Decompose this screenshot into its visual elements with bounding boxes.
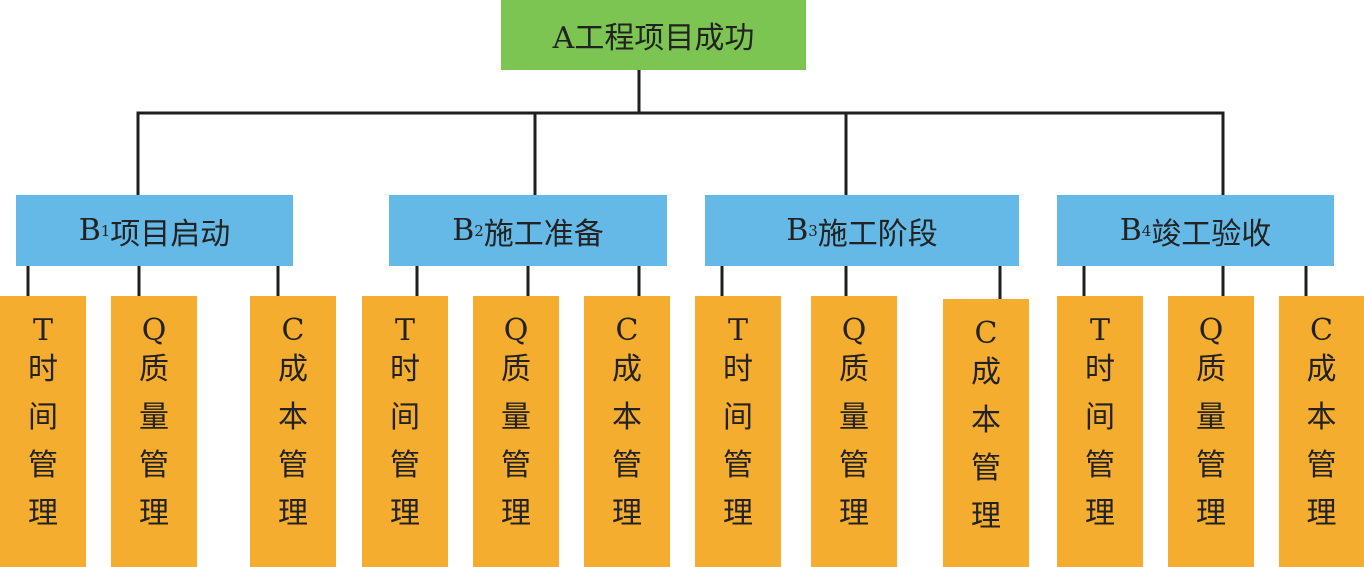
leaf-char: 成 <box>278 352 308 387</box>
leaf-char: 管 <box>839 448 869 483</box>
phase-label: 项目启动 <box>110 216 231 252</box>
leaf-char: 管 <box>390 448 420 483</box>
phase-prefix: B <box>78 213 101 248</box>
leaf-char: 管 <box>1306 448 1337 483</box>
leaf-node-b4-quality: Q 质 量 管 理 <box>1168 296 1254 567</box>
leaf-node-b3-cost: C 成 本 管 理 <box>943 299 1029 567</box>
leaf-char: 理 <box>1196 496 1226 531</box>
leaf-char: 成 <box>1306 352 1337 387</box>
leaf-char: 理 <box>723 496 753 531</box>
leaf-code: T <box>32 313 53 348</box>
leaf-char: 时 <box>28 352 58 387</box>
phase-label: 施工准备 <box>483 216 604 252</box>
leaf-node-b1-cost: C 成 本 管 理 <box>250 296 336 567</box>
leaf-char: 量 <box>139 400 169 435</box>
phase-prefix: B <box>1119 213 1142 248</box>
leaf-char: 成 <box>612 352 642 387</box>
leaf-char: 质 <box>501 352 531 387</box>
leaf-char: 质 <box>1196 352 1226 387</box>
leaf-char: 时 <box>390 352 420 387</box>
leaf-code: Q <box>141 313 167 348</box>
phase-subscript: 4 <box>1141 221 1152 240</box>
leaf-code: T <box>727 313 748 348</box>
leaf-char: 质 <box>839 352 869 387</box>
leaf-node-b3-quality: Q 质 量 管 理 <box>811 296 897 567</box>
leaf-code: Q <box>503 313 529 348</box>
leaf-char: 管 <box>278 448 308 483</box>
leaf-char: 理 <box>612 496 642 531</box>
leaf-code: T <box>394 313 415 348</box>
leaf-code: Q <box>841 313 867 348</box>
leaf-char: 理 <box>971 499 1001 534</box>
leaf-char: 本 <box>612 400 642 435</box>
leaf-char: 管 <box>1085 448 1115 483</box>
root-node: A工程项目成功 <box>501 0 806 70</box>
phase-prefix: B <box>452 213 475 248</box>
phase-label: 竣工验收 <box>1151 216 1272 252</box>
leaf-char: 理 <box>1085 496 1115 531</box>
leaf-char: 理 <box>1306 496 1337 531</box>
leaf-code: Q <box>1198 313 1224 348</box>
phase-subscript: 2 <box>474 221 484 240</box>
leaf-char: 时 <box>1085 352 1115 387</box>
leaf-char: 本 <box>278 400 308 435</box>
leaf-char: 本 <box>971 403 1001 438</box>
leaf-node-b1-quality: Q 质 量 管 理 <box>111 296 197 567</box>
leaf-char: 本 <box>1306 400 1337 435</box>
leaf-char: 理 <box>501 496 531 531</box>
leaf-code: C <box>1310 313 1333 348</box>
leaf-char: 管 <box>139 448 169 483</box>
leaf-char: 管 <box>501 448 531 483</box>
leaf-node-b3-time: T 时 间 管 理 <box>695 296 781 567</box>
leaf-code: C <box>974 316 998 351</box>
leaf-char: 量 <box>501 400 531 435</box>
leaf-code: C <box>615 313 639 348</box>
phase-subscript: 3 <box>808 221 818 240</box>
leaf-char: 理 <box>278 496 308 531</box>
leaf-char: 量 <box>1196 400 1226 435</box>
leaf-char: 间 <box>1085 400 1115 435</box>
leaf-char: 间 <box>28 400 58 435</box>
leaf-code: T <box>1089 313 1110 348</box>
leaf-char: 管 <box>723 448 753 483</box>
leaf-node-b2-time: T 时 间 管 理 <box>362 296 448 567</box>
leaf-char: 量 <box>839 400 869 435</box>
phase-prefix: B <box>786 213 809 248</box>
leaf-char: 理 <box>839 496 869 531</box>
leaf-char: 间 <box>390 400 420 435</box>
leaf-char: 管 <box>971 451 1001 486</box>
leaf-char: 管 <box>612 448 642 483</box>
root-label: A工程项目成功 <box>552 21 755 56</box>
leaf-node-b4-time: T 时 间 管 理 <box>1057 296 1143 567</box>
leaf-char: 理 <box>139 496 169 531</box>
leaf-char: 理 <box>28 496 58 531</box>
leaf-node-b2-cost: C 成 本 管 理 <box>584 296 670 567</box>
leaf-node-b4-cost: C 成 本 管 理 <box>1279 296 1364 567</box>
leaf-char: 管 <box>1196 448 1226 483</box>
leaf-char: 时 <box>723 352 753 387</box>
leaf-char: 理 <box>390 496 420 531</box>
leaf-char: 成 <box>971 355 1001 390</box>
phase-subscript: 1 <box>100 221 111 240</box>
leaf-node-b2-quality: Q 质 量 管 理 <box>473 296 559 567</box>
leaf-char: 质 <box>139 352 169 387</box>
leaf-char: 管 <box>28 448 58 483</box>
leaf-code: C <box>281 313 305 348</box>
leaf-node-b1-time: T 时 间 管 理 <box>0 296 86 567</box>
phase-label: 施工阶段 <box>817 216 938 252</box>
leaf-char: 间 <box>723 400 753 435</box>
